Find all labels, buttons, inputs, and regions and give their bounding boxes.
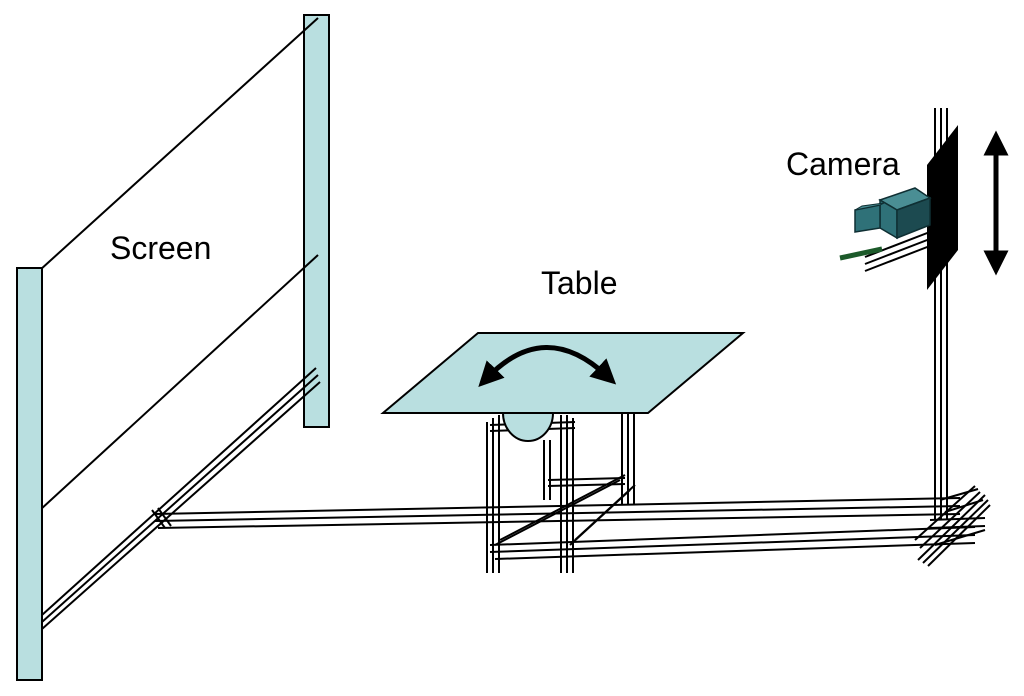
table-rotation-hub — [501, 412, 555, 442]
screen-left-post — [16, 267, 43, 681]
screen-label: Screen — [110, 230, 212, 266]
screen-top-edge — [39, 17, 319, 271]
camera-label: Camera — [786, 146, 900, 182]
table-legs — [486, 412, 635, 573]
floor-rails — [151, 474, 991, 567]
table-label: Table — [541, 265, 618, 301]
camera-mount-plate — [927, 125, 958, 290]
table-top — [380, 332, 746, 414]
camera-icon — [854, 187, 932, 240]
screen — [16, 14, 330, 681]
camera-lens-strip — [839, 246, 883, 261]
rotation-arrow-icon — [478, 345, 617, 387]
screen-floor-rail — [41, 367, 321, 630]
screen-right-post — [303, 14, 330, 428]
screen-bottom-edge — [39, 254, 319, 511]
